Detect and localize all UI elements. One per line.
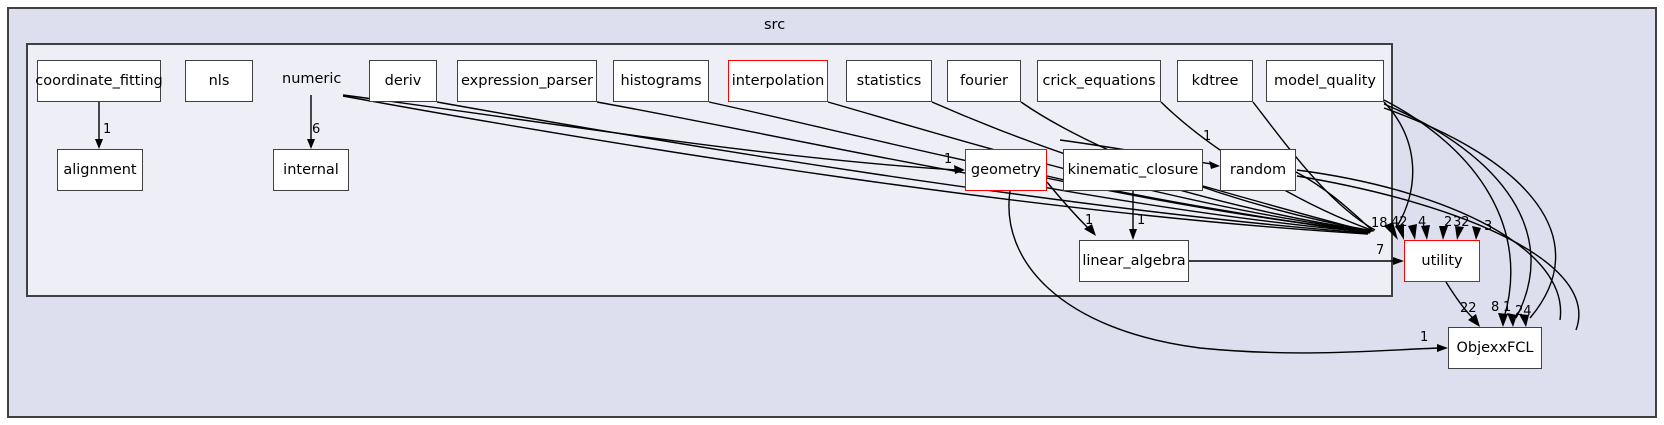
node-deriv[interactable]: deriv <box>369 60 437 102</box>
node-fourier[interactable]: fourier <box>947 60 1021 102</box>
node-linear_algebra[interactable]: linear_algebra <box>1079 240 1189 282</box>
edge-label-num-int: 6 <box>312 122 321 137</box>
node-coordinate_fitting[interactable]: coordinate_fitting <box>35 60 163 102</box>
edge-label-la-util: 7 <box>1376 243 1385 258</box>
edge-label-num-geom: 1 <box>944 152 953 167</box>
node-nls[interactable]: nls <box>185 60 253 102</box>
edge-label-util-d: 2 <box>1444 215 1453 230</box>
node-model_quality[interactable]: model_quality <box>1266 60 1384 102</box>
node-kdtree[interactable]: kdtree <box>1177 60 1253 102</box>
node-numeric-label: numeric <box>282 71 342 87</box>
node-crick_equations[interactable]: crick_equations <box>1037 60 1161 102</box>
edge-label-obj-a: 22 <box>1460 301 1477 316</box>
cluster-title-src: src <box>764 17 786 33</box>
edge-label-cf-align: 1 <box>103 122 112 137</box>
node-geometry[interactable]: geometry <box>965 149 1047 191</box>
node-interpolation[interactable]: interpolation <box>728 60 828 102</box>
edge-label-geo-obj: 1 <box>1420 330 1429 345</box>
node-kinematic_closure[interactable]: kinematic_closure <box>1063 149 1203 191</box>
edge-label-kc-la: 1 <box>1137 213 1146 228</box>
edge-label-obj-c: 1 <box>1503 300 1512 315</box>
edge-label-util-e: 32 <box>1453 215 1470 230</box>
node-ObjexxFCL[interactable]: ObjexxFCL <box>1448 327 1542 369</box>
node-random[interactable]: random <box>1220 149 1296 191</box>
node-statistics[interactable]: statistics <box>846 60 932 102</box>
edge-label-util-b: 42 <box>1391 215 1408 230</box>
edges <box>95 94 1580 354</box>
node-alignment[interactable]: alignment <box>57 149 143 191</box>
edge-label-util-a: 18 <box>1371 216 1388 231</box>
edge-label-to-random: 1 <box>1203 129 1212 144</box>
node-internal[interactable]: internal <box>273 149 349 191</box>
edge-label-util-f: 3 <box>1484 219 1493 234</box>
edge-label-util-c: 4 <box>1418 215 1427 230</box>
node-expression_parser[interactable]: expression_parser <box>457 60 597 102</box>
edge-label-obj-d: 24 <box>1515 304 1532 319</box>
edge-label-obj-b: 8 <box>1491 300 1500 315</box>
edge-label-geo-la: 1 <box>1085 213 1094 228</box>
node-histograms[interactable]: histograms <box>613 60 709 102</box>
node-utility[interactable]: utility <box>1404 240 1480 282</box>
